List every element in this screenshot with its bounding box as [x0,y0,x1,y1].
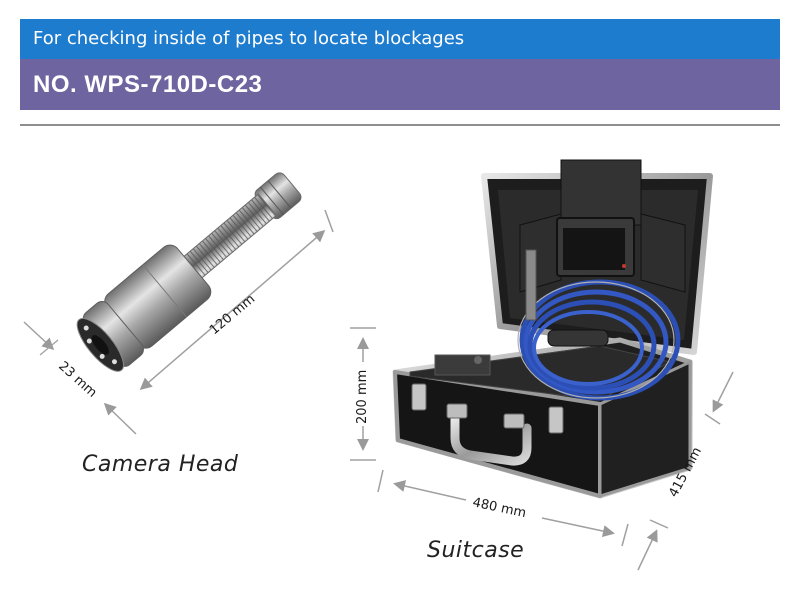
camera-length-label: 120 mm [207,292,258,338]
model-number-banner: NO. WPS-710D-C23 [20,59,780,110]
suitcase-height-label: 200 mm [355,370,370,424]
tagline-banner: For checking inside of pipes to locate b… [20,19,780,59]
camera-head-caption: Camera Head [82,452,239,477]
section-divider [20,124,780,126]
suitcase-image [392,159,713,499]
suitcase-caption: Suitcase [427,538,525,563]
suitcase-height-dimension: 200 mm [350,327,376,461]
suitcase-width-label: 480 mm [471,495,527,521]
camera-diameter-label: 23 mm [55,359,99,401]
